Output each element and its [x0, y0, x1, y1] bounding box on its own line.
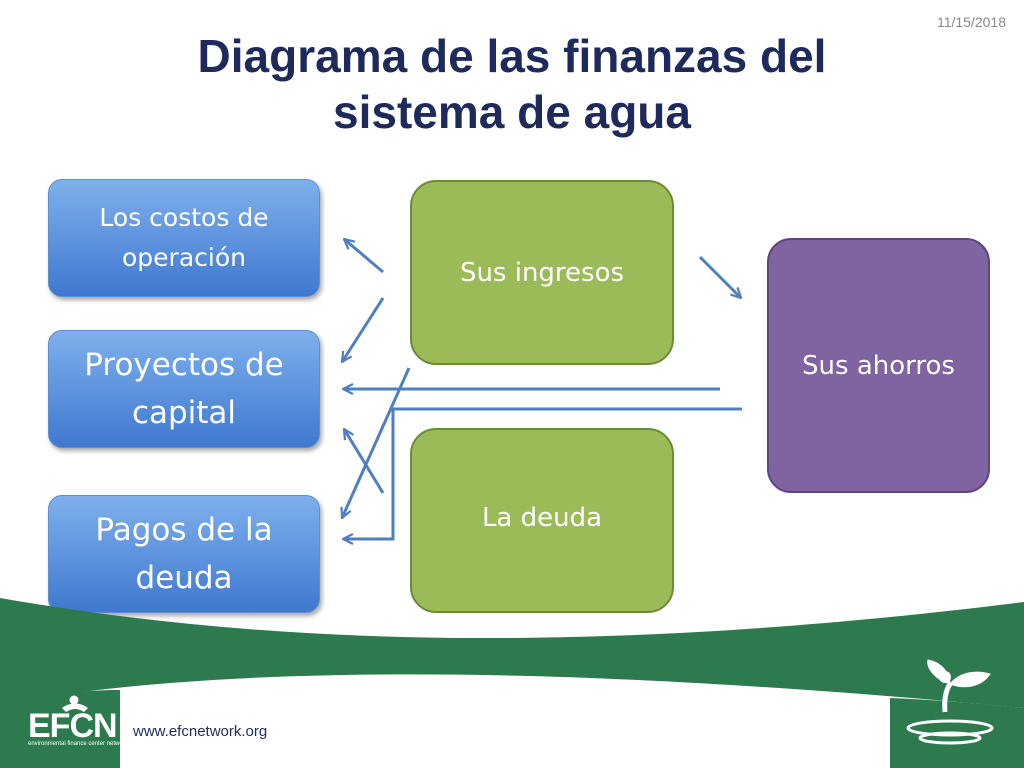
arrow-ahorros-to-pagos	[343, 407, 742, 539]
sprout-logo-icon	[906, 659, 994, 745]
efcn-figure-icon	[62, 695, 88, 712]
box-costos-line-2: operación	[122, 243, 246, 272]
arrow-ingresos-to-proyectos	[342, 297, 385, 362]
box-sus-ahorros: Sus ahorros	[767, 238, 990, 493]
box-pagos-line-2: deuda	[135, 560, 233, 596]
box-proyectos-line-1: Proyectos de	[84, 347, 284, 383]
arrow-ingresos-to-costos	[344, 239, 384, 274]
arrow-ingresos-to-ahorros	[698, 255, 741, 298]
footer-left-green-block	[0, 690, 120, 768]
box-costos-line-1: Los costos de	[99, 203, 269, 232]
efcn-logo-text: EFCN	[28, 707, 118, 745]
arrow-ingresos-to-pagos	[342, 367, 411, 518]
box-pagos-de-la-deuda: Pagos de la deuda	[48, 495, 320, 613]
slide-date: 11/15/2018	[936, 14, 1006, 30]
footer-url[interactable]: www.efcnetwork.org	[133, 723, 268, 740]
title-line-1: Diagrama de las finanzas del	[197, 30, 827, 82]
box-sus-ingresos: Sus ingresos	[410, 180, 674, 365]
box-costos-de-operacion: Los costos de operación	[48, 179, 320, 297]
efcn-logo-subtitle: environmental finance center network	[28, 741, 128, 747]
arrow-deuda-to-proyectos	[342, 429, 385, 494]
box-proyectos-de-capital: Proyectos de capital	[48, 330, 320, 448]
footer-white-wave	[0, 674, 1024, 768]
box-pagos-line-1: Pagos de la	[95, 512, 273, 548]
box-proyectos-line-2: capital	[131, 395, 237, 431]
slide-title: Diagrama de las finanzas del sistema de …	[0, 28, 1024, 140]
box-la-deuda: La deuda	[410, 428, 674, 613]
title-line-2: sistema de agua	[333, 86, 691, 138]
